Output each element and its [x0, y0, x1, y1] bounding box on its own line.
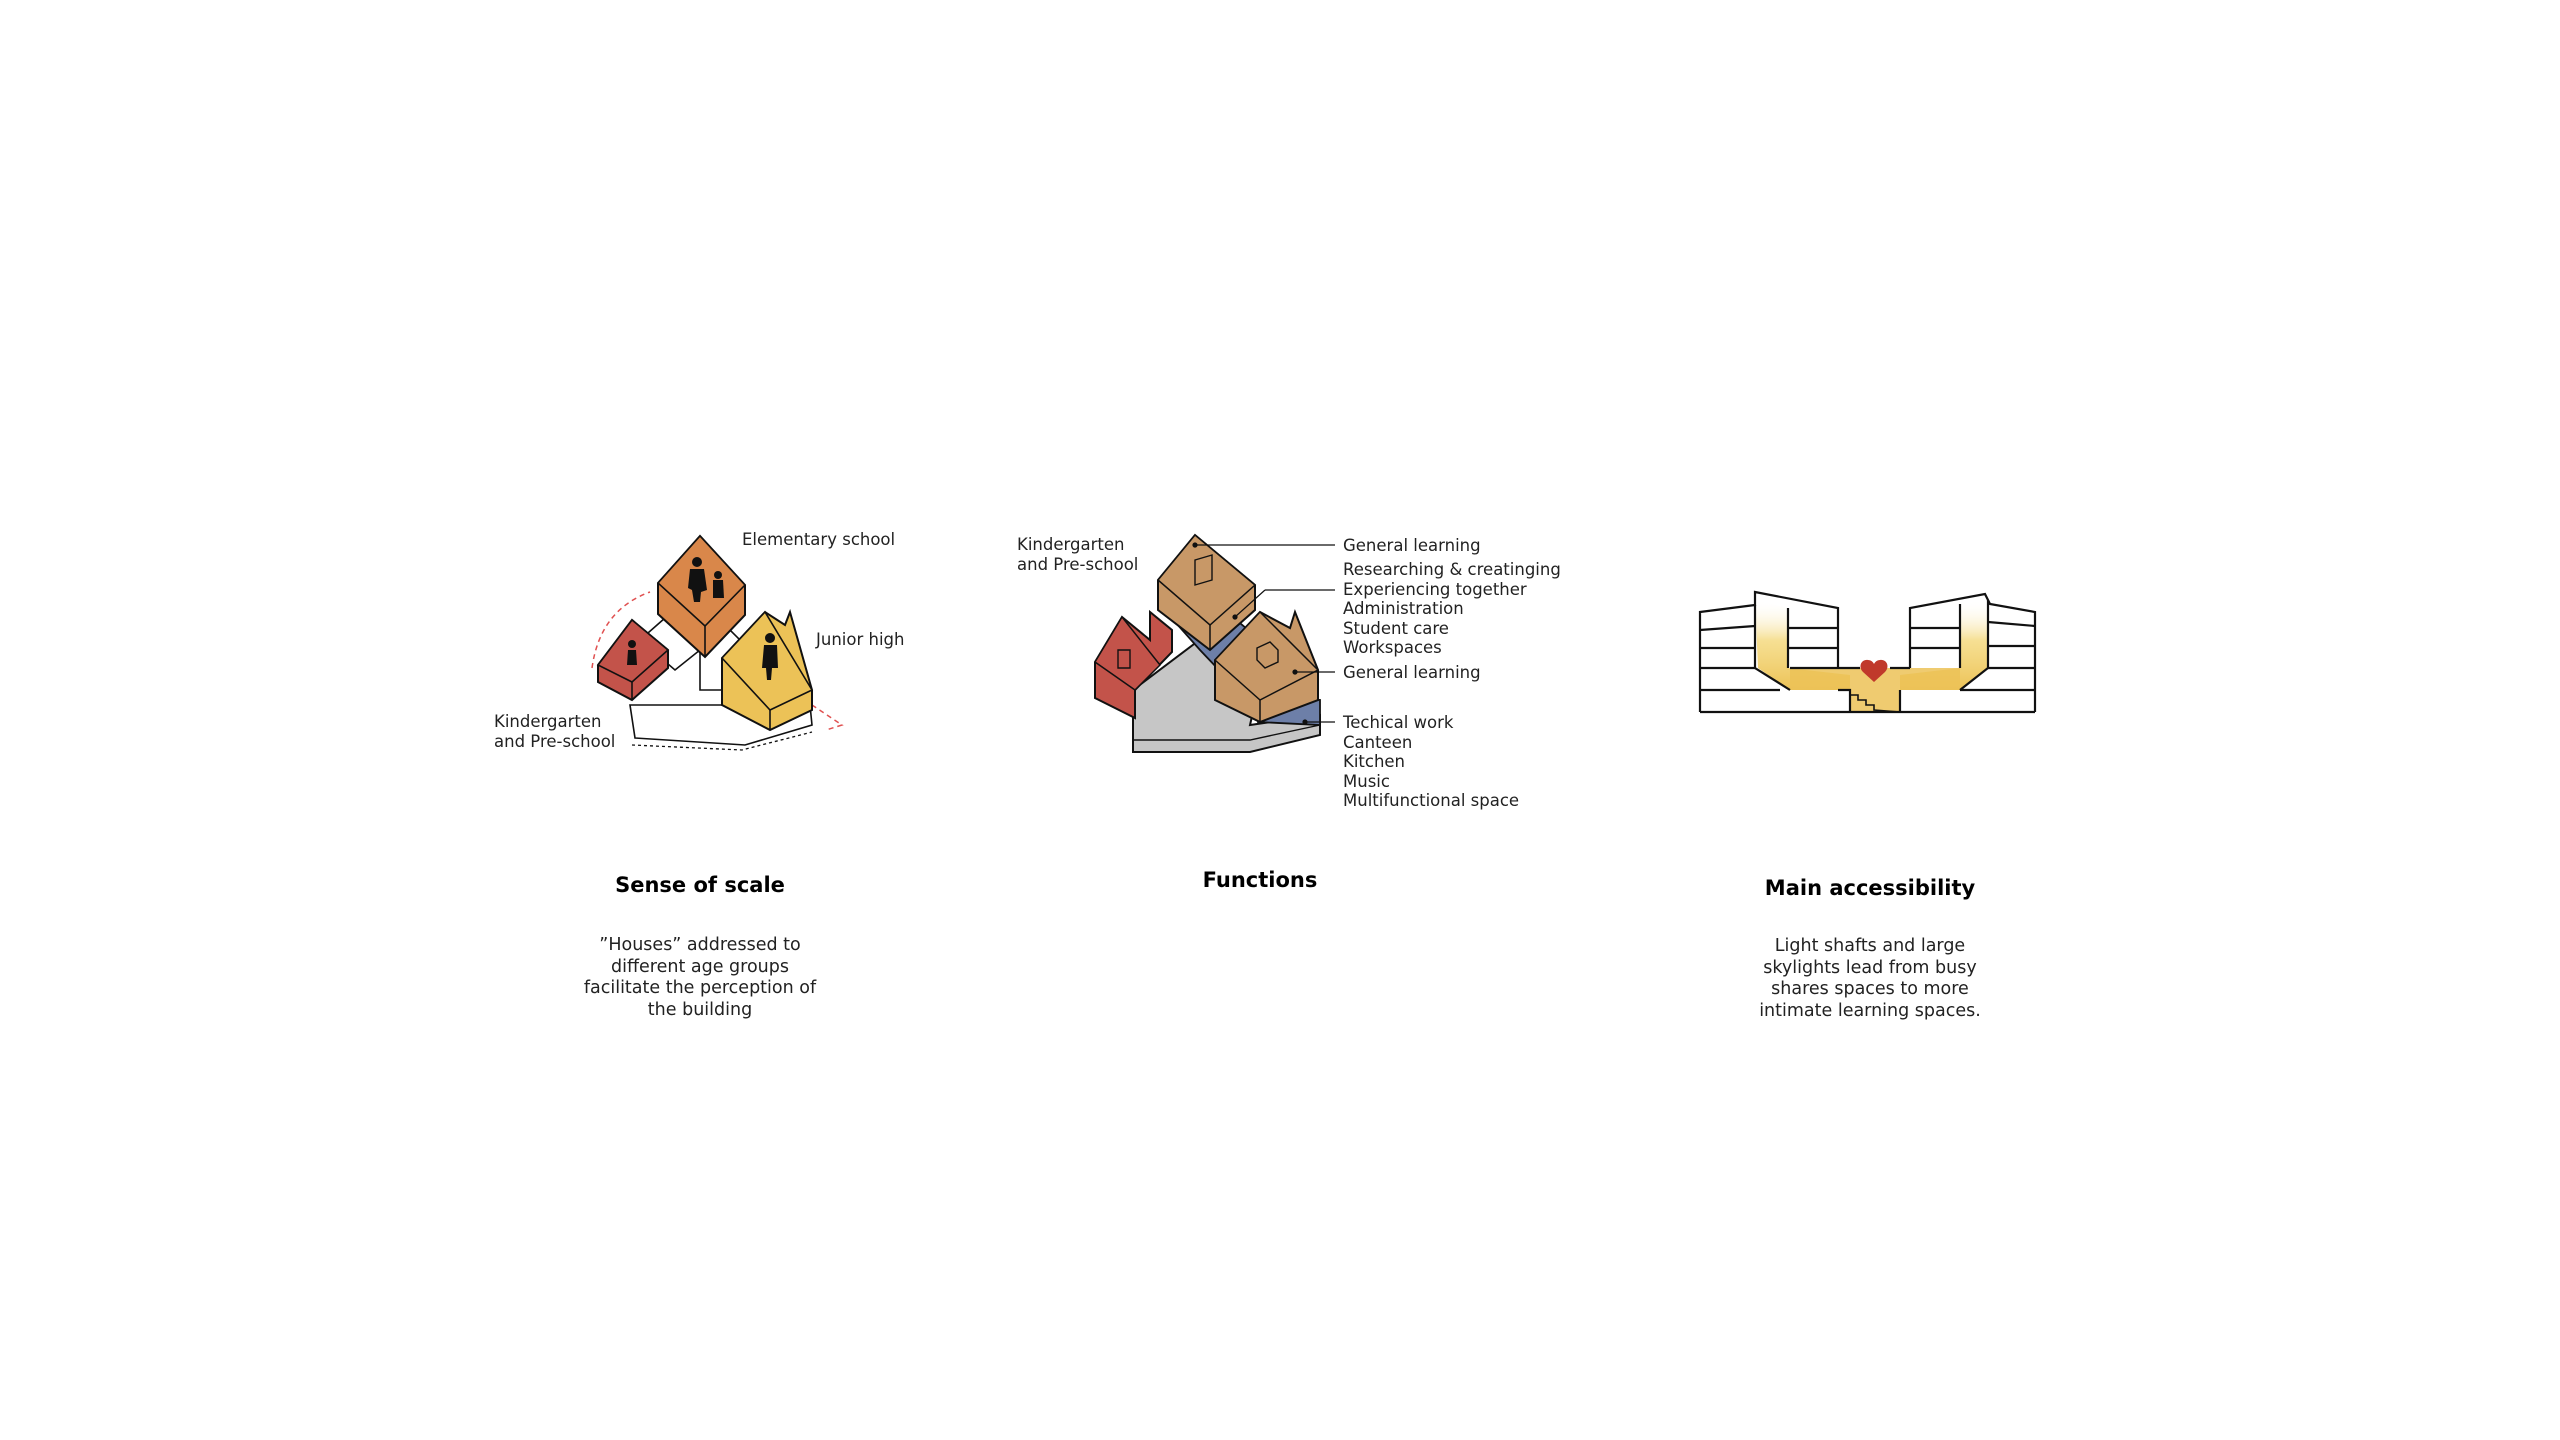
label-junior-high: Junior high	[816, 630, 905, 649]
functions-bottom-item: Kitchen	[1343, 752, 1406, 771]
functions-label-middle-list: Researching & creatinging Experiencing t…	[1343, 560, 1561, 658]
access-desc-line2: skylights lead from busy	[1763, 957, 1977, 978]
light-floor	[1790, 668, 1960, 712]
accessibility-description: Light shafts and large skylights lead fr…	[1730, 936, 2010, 1022]
label-elementary-school: Elementary school	[742, 530, 896, 549]
access-desc-line4: intimate learning spaces.	[1759, 1000, 1981, 1021]
functions-title: Functions	[1202, 868, 1318, 892]
functions-bottom-item: Music	[1343, 771, 1390, 791]
functions-kindergarten-house	[1093, 609, 1173, 720]
light-shaft-right	[1900, 600, 1988, 690]
functions-label-kindergarten: Kindergarten and Pre-school	[1017, 535, 1138, 574]
functions-label-general-learning-2: General learning	[1343, 663, 1481, 682]
label-kindergarten-line1: Kindergarten	[494, 712, 602, 731]
scale-desc-line2: different age groups	[611, 956, 789, 977]
functions-middle-item: Researching & creatinging	[1343, 560, 1561, 579]
heart-icon	[1860, 659, 1888, 682]
light-shaft-left	[1755, 600, 1850, 690]
functions-label-bottom-list: Techical work Canteen Kitchen Music Mult…	[1343, 713, 1519, 811]
functions-bottom-item: Canteen	[1343, 732, 1413, 752]
scale-desc-line3: facilitate the perception of	[583, 978, 817, 998]
access-desc-line1: Light shafts and large	[1774, 936, 1966, 956]
functions-kg-line2: and Pre-school	[1017, 554, 1139, 574]
scale-base-dotted	[631, 731, 813, 751]
functions-middle-item: Administration	[1343, 599, 1464, 618]
functions-middle-item: Experiencing together	[1343, 579, 1527, 599]
junior-house	[720, 608, 814, 732]
functions-label-general-learning-top: General learning	[1343, 536, 1481, 555]
kindergarten-house	[596, 618, 670, 702]
scale-dashed-outline	[591, 591, 844, 731]
functions-middle-house	[1213, 609, 1320, 724]
functions-middle-item: Student care	[1343, 618, 1449, 638]
scale-desc-line1: ”Houses” addressed to	[599, 935, 801, 955]
accessibility-title: Main accessibility	[1764, 876, 1976, 900]
functions-leader-lines	[1192, 542, 1335, 725]
functions-bottom-item: Multifunctional space	[1343, 791, 1520, 810]
label-kindergarten: Kindergarten and Pre-school	[494, 712, 615, 751]
scale-desc-line4: the building	[647, 999, 753, 1020]
scale-title: Sense of scale	[615, 873, 785, 897]
elementary-house	[656, 534, 747, 659]
label-kindergarten-line2: and Pre-school	[494, 731, 616, 751]
functions-kg-line1: Kindergarten	[1017, 535, 1125, 554]
functions-bottom-item: Techical work	[1343, 713, 1454, 732]
section-stairs	[1840, 689, 1901, 713]
functions-middle-item: Workspaces	[1343, 638, 1442, 657]
access-desc-line3: shares spaces to more	[1771, 979, 1969, 999]
functions-top-house	[1156, 533, 1257, 652]
scale-description: ”Houses” addressed to different age grou…	[570, 935, 830, 1021]
